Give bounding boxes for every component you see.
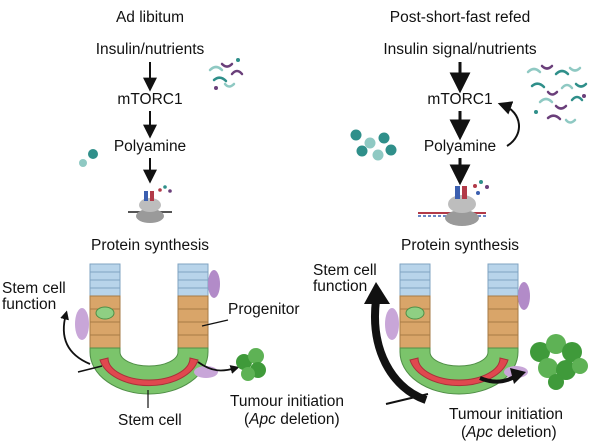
right-title: Post-short-fast refed — [389, 9, 531, 26]
left-intestinal-crypt — [75, 263, 220, 395]
right-stem-cell-function: Stem cell function — [313, 263, 377, 294]
left-stem-function-line1: Stem cell — [2, 280, 66, 297]
left-tumour-initiation: Tumour initiation (Apc deletion) — [230, 393, 345, 429]
left-mtorc1: mTORC1 — [117, 91, 183, 108]
left-apc-gene: Apc — [249, 411, 276, 429]
right-pathway-arrows — [449, 62, 520, 186]
left-stem-function-line2: function — [2, 295, 57, 313]
left-polyamine-dots-icon — [79, 149, 98, 167]
right-tumour-rest: deletion) — [492, 424, 557, 442]
right-crypt-arrows — [364, 282, 526, 405]
right-tumour-line1: Tumour initiation — [449, 406, 564, 423]
left-tumour-rest: deletion) — [275, 411, 340, 429]
right-mtorc1: mTORC1 — [427, 91, 493, 108]
right-tumour-cluster-icon — [530, 334, 588, 390]
left-stem-cell-function: Stem cell function — [2, 281, 66, 312]
right-insulin-signal-nutrients: Insulin signal/nutrients — [383, 41, 537, 58]
left-nutrient-molecules-icon — [208, 58, 244, 90]
right-apc-gene: Apc — [466, 424, 493, 442]
right-nutrient-molecules-icon — [526, 64, 588, 124]
left-title: Ad libitum — [115, 9, 185, 26]
right-tumour-initiation: Tumour initiation (Apc deletion) — [449, 406, 564, 442]
right-stem-function-line1: Stem cell — [313, 262, 377, 279]
right-intestinal-crypt — [385, 263, 530, 395]
left-ribosome-icon — [128, 185, 172, 223]
right-polyamine-dots-icon — [350, 129, 397, 161]
left-progenitor-label: Progenitor — [228, 301, 300, 318]
right-polyamine: Polyamine — [423, 138, 497, 155]
left-tumour-line1: Tumour initiation — [230, 393, 345, 410]
left-stem-cell-label: Stem cell — [118, 412, 182, 429]
left-protein-synthesis: Protein synthesis — [90, 237, 210, 254]
left-crypt-arrows — [60, 310, 240, 408]
left-polyamine: Polyamine — [113, 138, 187, 155]
feedback-arrow — [497, 101, 520, 147]
right-ribosome-icon — [418, 180, 489, 226]
right-stem-function-line2: function — [313, 277, 368, 295]
left-tumour-cluster-icon — [236, 348, 266, 381]
right-protein-synthesis: Protein synthesis — [400, 237, 520, 254]
left-insulin-nutrients: Insulin/nutrients — [95, 41, 205, 58]
